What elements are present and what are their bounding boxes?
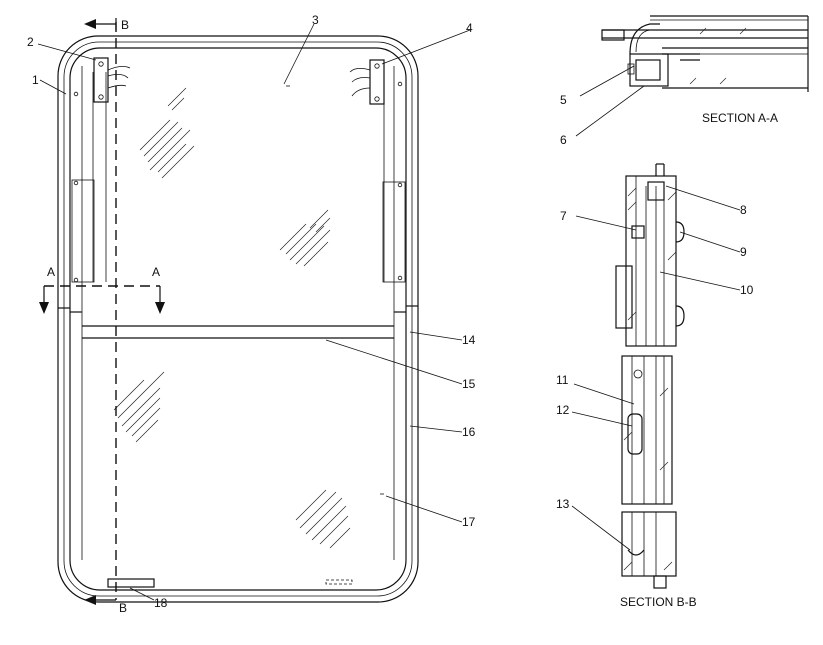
callout-label-2: 2 <box>27 35 34 49</box>
section-mark-b-bottom: B <box>119 601 127 615</box>
callout-label-4: 4 <box>466 21 473 35</box>
glass-reflection-lower-left <box>113 371 165 443</box>
section-bb-detail <box>571 163 741 589</box>
section-aa-detail <box>575 15 809 137</box>
callout-label-5: 5 <box>560 93 567 107</box>
callout-label-18: 18 <box>154 596 168 610</box>
drain-slot-right <box>325 579 353 585</box>
screw-icon <box>397 275 403 281</box>
callout-label-3: 3 <box>312 13 319 27</box>
glass-reflection-lower-right <box>295 489 351 549</box>
arrow-left-icon <box>84 595 96 605</box>
latch-left-icon <box>93 57 131 103</box>
callout-label-17: 17 <box>462 515 476 529</box>
callout-label-16: 16 <box>462 425 476 439</box>
glass-reflection-upper-right <box>279 209 331 267</box>
section-mark-a-left: A <box>47 265 55 279</box>
screw-icon <box>73 91 79 97</box>
left-rail-channel <box>71 179 95 283</box>
leader-lines-section-bb <box>571 185 741 551</box>
caption-section-aa: SECTION A-A <box>702 111 778 125</box>
arrow-down-icon <box>39 302 49 314</box>
inner-frame <box>69 47 407 591</box>
arrow-down-icon <box>155 302 165 314</box>
window-elevation: B B A A <box>37 18 471 615</box>
caption-section-bb: SECTION B-B <box>620 595 697 609</box>
callout-label-11: 11 <box>556 373 569 387</box>
outer-frame <box>57 35 419 603</box>
callout-label-1: 1 <box>32 73 39 87</box>
callout-label-7: 7 <box>560 209 567 223</box>
outer-frame-inner <box>63 41 413 597</box>
callout-label-10: 10 <box>740 283 754 297</box>
screw-icon <box>73 277 79 283</box>
callout-label-12: 12 <box>556 403 570 417</box>
arrow-left-icon <box>84 19 96 29</box>
callout-label-14: 14 <box>462 333 476 347</box>
right-rail-channel <box>382 181 406 283</box>
section-mark-b-top: B <box>121 18 129 32</box>
callout-label-8: 8 <box>740 203 747 217</box>
latch-right-icon <box>349 59 385 105</box>
leader-lines-main <box>37 23 471 601</box>
screw-icon <box>397 81 403 87</box>
glass-reflection-upper-left <box>139 87 195 179</box>
screw-icon <box>397 182 403 188</box>
screw-icon <box>73 180 79 186</box>
callout-label-13: 13 <box>556 497 570 511</box>
drain-slot <box>107 578 155 588</box>
callout-label-6: 6 <box>560 133 567 147</box>
callout-label-9: 9 <box>740 245 747 259</box>
callout-label-15: 15 <box>462 377 476 391</box>
section-mark-a-right: A <box>152 265 160 279</box>
